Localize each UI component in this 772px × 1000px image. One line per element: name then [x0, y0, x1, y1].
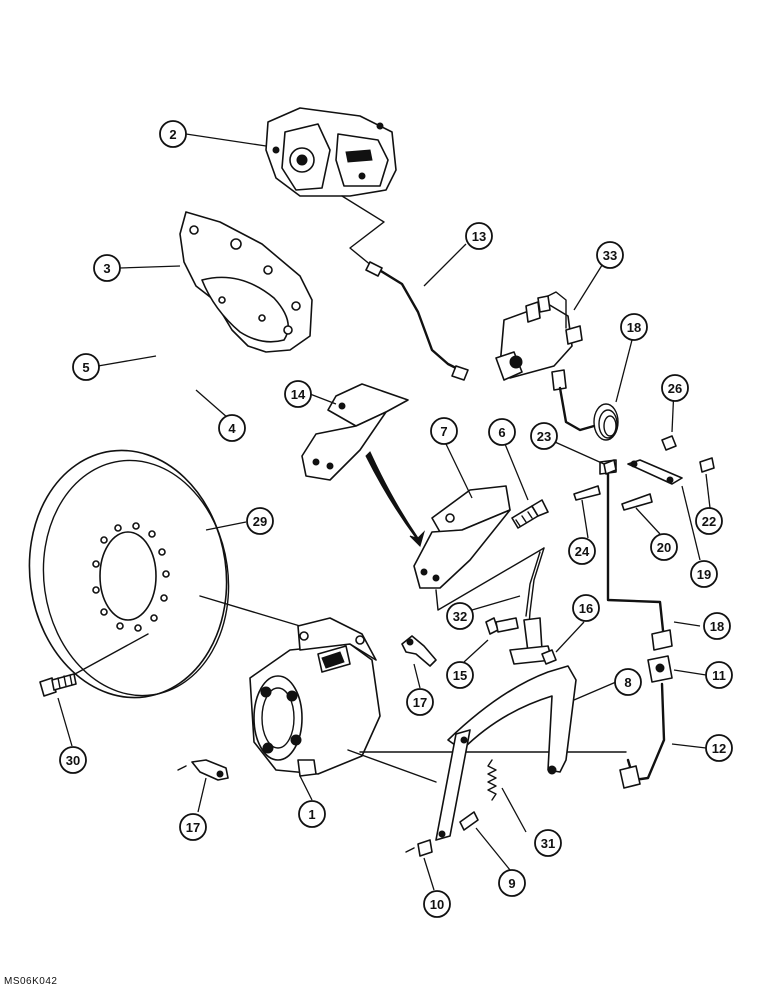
svg-text:31: 31 [541, 836, 555, 851]
bolt-part-9 [459, 811, 479, 831]
svg-text:33: 33 [603, 248, 617, 263]
callout-20: 20 [650, 533, 678, 561]
callout-14: 14 [284, 380, 312, 408]
callout-24: 24 [568, 537, 596, 565]
callout-26: 26 [661, 374, 689, 402]
callout-4: 4 [218, 414, 246, 442]
svg-text:10: 10 [430, 897, 444, 912]
callout-18-upper: 18 [620, 313, 648, 341]
fitting-tee [647, 629, 673, 683]
svg-text:30: 30 [66, 753, 80, 768]
lever-upper [401, 635, 437, 667]
callout-31: 31 [534, 829, 562, 857]
brake-pipe-lower [619, 682, 666, 789]
bracket-lower [413, 485, 545, 611]
svg-text:26: 26 [668, 381, 682, 396]
svg-text:24: 24 [575, 544, 590, 559]
svg-text:22: 22 [702, 514, 716, 529]
nut-part-16 [541, 649, 557, 665]
master-cylinder [495, 291, 583, 391]
svg-text:18: 18 [710, 619, 724, 634]
bracket-upper [301, 383, 409, 481]
svg-text:4: 4 [228, 421, 236, 436]
svg-text:2: 2 [169, 127, 176, 142]
svg-text:19: 19 [697, 567, 711, 582]
svg-text:15: 15 [453, 668, 467, 683]
callout-3: 3 [93, 254, 121, 282]
bolt-part-15 [485, 617, 519, 635]
callout-10: 10 [423, 890, 451, 918]
callout-22: 22 [695, 507, 723, 535]
svg-text:9: 9 [508, 876, 515, 891]
callout-8: 8 [614, 668, 642, 696]
svg-text:3: 3 [103, 261, 110, 276]
callout-11: 11 [705, 661, 733, 689]
actuating-arm [435, 665, 577, 841]
callout-6: 6 [488, 418, 516, 446]
lever-lower [177, 759, 229, 781]
callout-19: 19 [690, 560, 718, 588]
svg-text:6: 6 [498, 425, 505, 440]
callout-15: 15 [446, 661, 474, 689]
callout-16: 16 [572, 594, 600, 622]
callout-17-upper: 17 [406, 688, 434, 716]
svg-text:17: 17 [413, 695, 427, 710]
brake-housing [249, 617, 627, 783]
callout-13: 13 [465, 222, 493, 250]
svg-text:17: 17 [186, 820, 200, 835]
linkage-bracket [573, 435, 715, 511]
callout-33: 33 [596, 241, 624, 269]
svg-text:18: 18 [627, 320, 641, 335]
disc-bolt [39, 673, 77, 697]
svg-text:16: 16 [579, 601, 593, 616]
leader-lines [57, 133, 711, 891]
callout-9: 9 [498, 869, 526, 897]
svg-text:7: 7 [440, 424, 447, 439]
callout-23: 23 [530, 422, 558, 450]
callout-32: 32 [446, 602, 474, 630]
callout-2: 2 [159, 120, 187, 148]
callout-18-lower: 18 [703, 612, 731, 640]
nut-part-10 [405, 839, 433, 857]
svg-text:12: 12 [712, 741, 726, 756]
svg-text:8: 8 [624, 675, 631, 690]
assembly-arrow [365, 451, 426, 547]
svg-text:23: 23 [537, 429, 551, 444]
caliper-mounting-plate [179, 211, 313, 353]
callout-30: 30 [59, 746, 87, 774]
callout-7: 7 [430, 417, 458, 445]
svg-text:20: 20 [657, 540, 671, 555]
bolt-part-6 [511, 499, 549, 529]
brake-line [341, 195, 469, 381]
callout-5: 5 [72, 353, 100, 381]
return-spring [487, 759, 497, 801]
caliper [265, 107, 397, 197]
figure-code: MS06K042 [4, 976, 58, 987]
callout-1: 1 [298, 800, 326, 828]
callout-29: 29 [246, 507, 274, 535]
svg-text:1: 1 [308, 807, 315, 822]
callout-12: 12 [705, 734, 733, 762]
svg-text:32: 32 [453, 609, 467, 624]
svg-text:29: 29 [253, 514, 267, 529]
brake-disc [28, 449, 301, 699]
svg-text:14: 14 [291, 387, 306, 402]
svg-text:13: 13 [472, 229, 486, 244]
svg-text:11: 11 [712, 668, 726, 683]
svg-text:5: 5 [82, 360, 89, 375]
callout-17-lower: 17 [179, 813, 207, 841]
cable [509, 547, 553, 665]
